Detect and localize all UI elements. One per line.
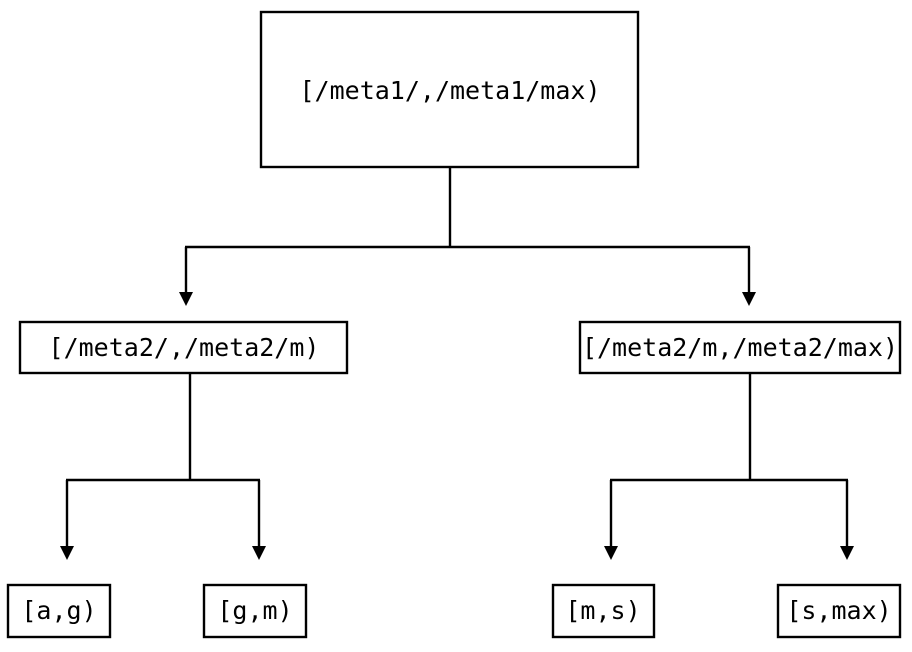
node-leaf-ms[interactable]: [m,s) [551, 583, 656, 639]
node-leaf-ag-label: [a,g) [21, 596, 96, 625]
node-mid-left-label: [/meta2/,/meta2/m) [49, 333, 320, 362]
node-mid-right-box[interactable] [578, 320, 902, 375]
node-leaf-gm-box[interactable] [202, 583, 308, 639]
node-mid-left-box[interactable] [18, 320, 349, 375]
edge-group-midleft-to-leaves [60, 373, 266, 560]
edge-group-midright-to-leaves [604, 373, 854, 560]
node-root-box[interactable] [259, 10, 640, 169]
node-leaf-ms-box[interactable] [551, 583, 656, 639]
node-root[interactable]: [/meta1/,/meta1/max) [259, 10, 640, 169]
node-leaf-ag-box[interactable] [6, 583, 112, 639]
arrow-head-mid-left-icon [179, 292, 193, 306]
node-leaf-smax-label: [s,max) [786, 596, 891, 625]
edge-group-root-to-mid [179, 167, 756, 306]
node-leaf-smax-box[interactable] [776, 583, 902, 639]
node-leaf-ms-label: [m,s) [565, 596, 640, 625]
arrow-head-leaf-smax-icon [840, 546, 854, 560]
node-mid-right[interactable]: [/meta2/m,/meta2/max) [578, 320, 902, 375]
arrow-head-leaf-ag-icon [60, 546, 74, 560]
node-leaf-gm-label: [g,m) [217, 596, 292, 625]
arrow-head-leaf-ms-icon [604, 546, 618, 560]
node-mid-left[interactable]: [/meta2/,/meta2/m) [18, 320, 349, 375]
node-leaf-smax[interactable]: [s,max) [776, 583, 902, 639]
arrow-head-leaf-gm-icon [252, 546, 266, 560]
node-leaf-gm[interactable]: [g,m) [202, 583, 308, 639]
node-root-label: [/meta1/,/meta1/max) [299, 76, 600, 105]
node-mid-right-label: [/meta2/m,/meta2/max) [582, 333, 898, 362]
arrow-head-mid-right-icon [742, 292, 756, 306]
node-leaf-ag[interactable]: [a,g) [6, 583, 112, 639]
